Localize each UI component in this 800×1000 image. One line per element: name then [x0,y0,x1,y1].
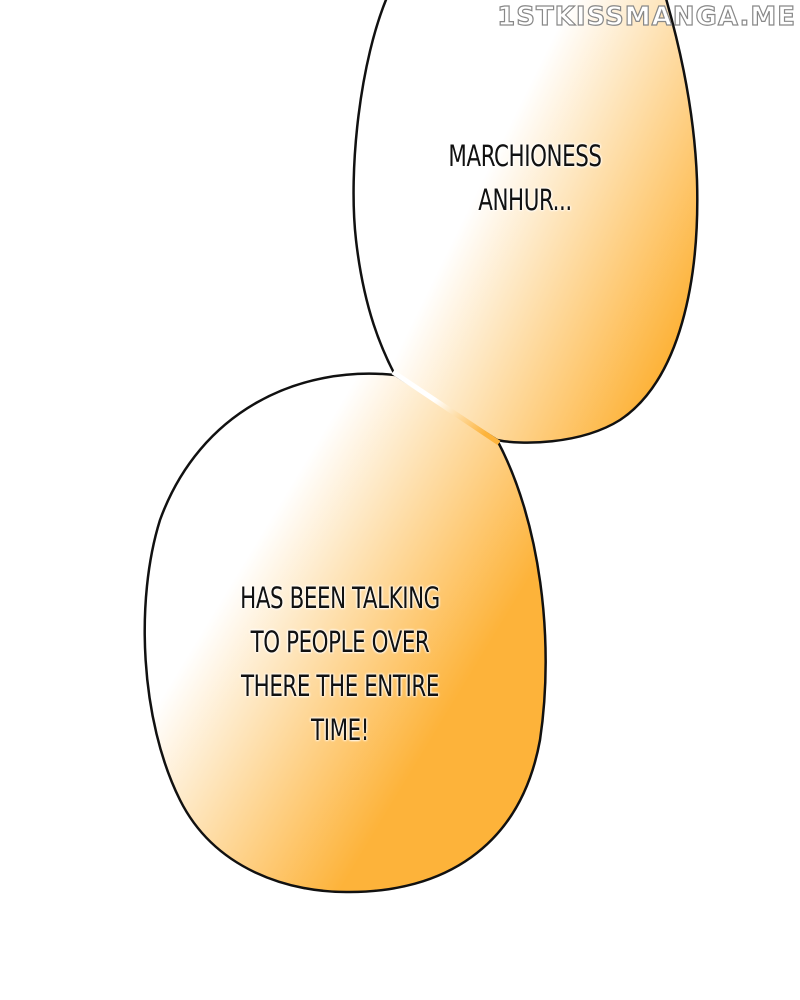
text-line: ANHUR... [478,183,572,217]
bubble-text-1: MARCHIONESS ANHUR... [418,134,631,222]
bottom-bubble [143,372,547,894]
text-line: MARCHIONESS [448,139,602,173]
top-bubble [352,0,699,444]
watermark: 1STKISSMANGA.ME [497,1,796,32]
text-line: HAS BEEN TALKING [240,581,440,615]
text-line: THERE THE ENTIRE [240,669,440,703]
text-line: TIME! [311,713,369,747]
bubble-text-2: HAS BEEN TALKING TO PEOPLE OVER THERE TH… [209,576,471,752]
text-line: TO PEOPLE OVER [250,625,430,659]
